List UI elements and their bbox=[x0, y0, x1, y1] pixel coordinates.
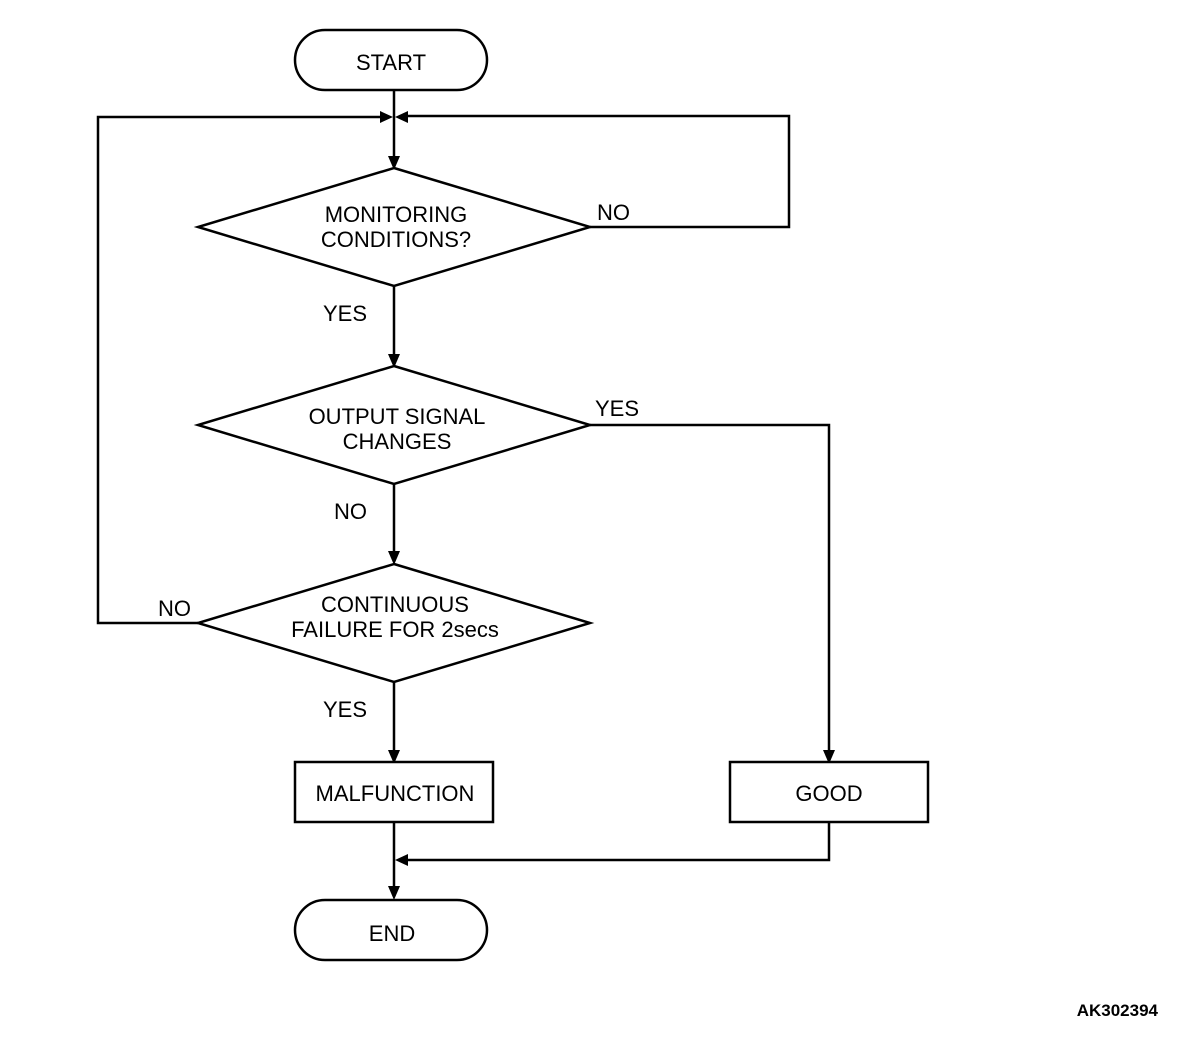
edge-label-failure-yes: YES bbox=[323, 697, 367, 722]
continuous-failure-decision: CONTINUOUS FAILURE FOR 2secs bbox=[193, 562, 595, 684]
arrowhead-into-malfunction bbox=[388, 750, 400, 764]
output-signal-label-line1: OUTPUT SIGNAL bbox=[309, 404, 486, 429]
connector-good-to-end bbox=[406, 822, 831, 862]
arrowhead-good-merge bbox=[395, 854, 408, 866]
arrowhead-into-monitoring bbox=[388, 156, 400, 170]
good-label: GOOD bbox=[795, 781, 862, 806]
edge-label-failure-no: NO bbox=[158, 596, 191, 621]
connector-monitoring-no-loop bbox=[406, 114, 791, 229]
good-box: GOOD bbox=[728, 760, 930, 824]
malfunction-label: MALFUNCTION bbox=[316, 781, 475, 806]
output-signal-decision: OUTPUT SIGNAL CHANGES bbox=[193, 364, 595, 486]
edge-label-output-no: NO bbox=[334, 499, 367, 524]
output-signal-label-line2: CHANGES bbox=[343, 429, 452, 454]
monitoring-label-line2: CONDITIONS? bbox=[321, 227, 471, 252]
edge-label-monitoring-yes: YES bbox=[323, 301, 367, 326]
arrowhead-into-output-signal bbox=[388, 354, 400, 368]
arrowhead-failure-no-loop bbox=[380, 111, 393, 123]
connector-output-yes bbox=[590, 423, 831, 752]
continuous-failure-label-line1: CONTINUOUS bbox=[321, 592, 469, 617]
monitoring-label-line1: MONITORING bbox=[325, 202, 468, 227]
monitoring-conditions-decision: MONITORING CONDITIONS? bbox=[193, 166, 595, 288]
arrowhead-into-end bbox=[388, 886, 400, 900]
connector-failure-no-loop bbox=[96, 115, 382, 625]
continuous-failure-label-line2: FAILURE FOR 2secs bbox=[291, 617, 499, 642]
end-label: END bbox=[369, 921, 415, 946]
end-terminal: END bbox=[293, 898, 489, 962]
start-terminal: START bbox=[293, 28, 489, 92]
edge-label-output-yes: YES bbox=[595, 396, 639, 421]
edge-label-monitoring-no: NO bbox=[597, 200, 630, 225]
arrowhead-into-continuous-failure bbox=[388, 551, 400, 565]
arrowhead-monitoring-no-loop bbox=[395, 111, 408, 123]
start-label: START bbox=[356, 50, 426, 75]
malfunction-box: MALFUNCTION bbox=[293, 760, 495, 824]
figure-id: AK302394 bbox=[1077, 1001, 1159, 1020]
arrowhead-into-good bbox=[823, 750, 835, 764]
